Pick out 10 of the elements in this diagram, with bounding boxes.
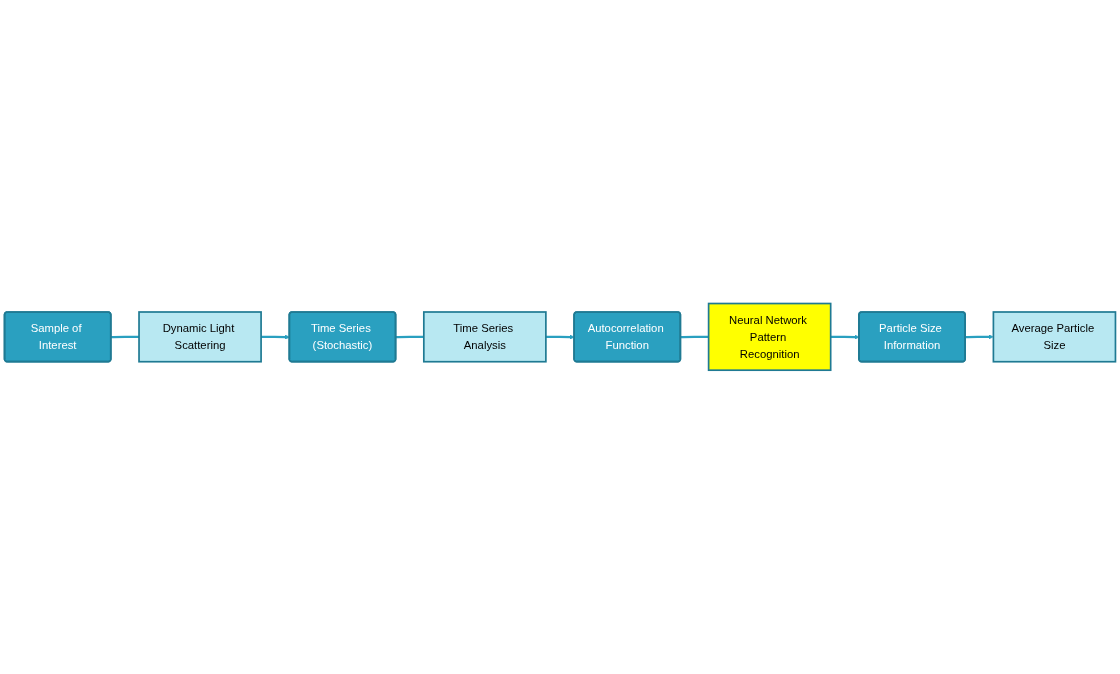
arrow xyxy=(261,334,290,340)
arrow xyxy=(965,334,994,340)
node-box: Time Series Analysis xyxy=(422,311,547,363)
connector xyxy=(680,335,709,339)
node-box: Neural Network Pattern Recognition xyxy=(707,302,832,372)
connector xyxy=(395,335,424,339)
node-box: Average Particle Size xyxy=(992,311,1117,363)
connector xyxy=(111,335,140,339)
arrow xyxy=(545,334,575,340)
node-box: Dynamic Light Scattering xyxy=(138,311,262,363)
